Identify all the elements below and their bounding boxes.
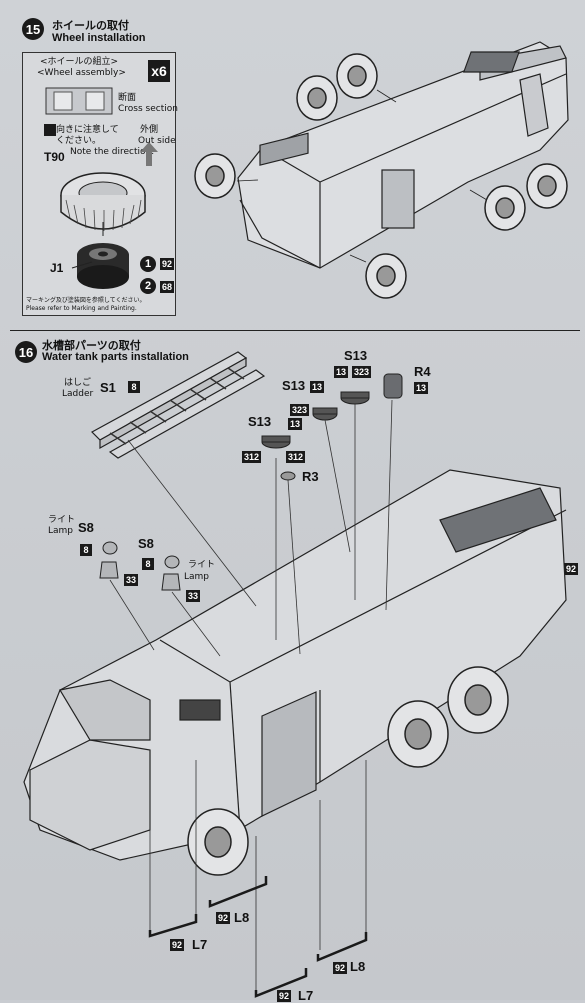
cap-s13-mid-code2: 13 — [310, 381, 325, 393]
cap-s13-top-label: S13 — [344, 348, 368, 363]
multiplier-badge: x6 — [148, 60, 170, 82]
cap-s13-low-code3: 312 — [286, 451, 306, 463]
step15-number-badge: 15 — [22, 18, 44, 40]
cap-s13-low-code2: 312 — [242, 451, 262, 463]
step16-title-en: Water tank parts installation — [42, 351, 189, 363]
ladder-code: 8 — [128, 381, 140, 393]
color2-code: 68 — [160, 281, 175, 293]
lamp-left-icon — [99, 541, 119, 579]
r3-label: R3 — [302, 469, 319, 484]
lamp-left-stand-code: 33 — [124, 574, 139, 586]
cap-s13-top-code1: 13 — [334, 366, 349, 378]
step-parts — [148, 876, 368, 998]
out-side-arrow-icon — [140, 142, 158, 166]
cap-s13-low-code1: 13 — [288, 418, 303, 430]
l7-bottom-code: 92 — [277, 990, 292, 1002]
ladder-label-jp: はしご — [64, 378, 92, 388]
r4-code: 13 — [414, 382, 429, 394]
l7-left-label: L7 — [192, 937, 208, 952]
truck-step15-drawing — [237, 41, 569, 269]
step-divider — [10, 330, 580, 331]
ladder-part-label: S1 — [100, 380, 116, 395]
l8-left-code: 92 — [216, 912, 231, 924]
ladder-part — [91, 351, 266, 459]
tire-part-label: T90 — [44, 150, 65, 164]
cross-section-icon — [45, 87, 113, 115]
l7-left-code: 92 — [170, 939, 185, 951]
step16-title-jp: 水槽部パーツの取付 — [42, 339, 141, 352]
color1-code: 92 — [160, 258, 175, 270]
color2-number: 2 — [140, 278, 156, 294]
truck-step16-body — [23, 469, 567, 861]
lamp-right-code: 8 — [142, 558, 154, 570]
lamp-right-part: S8 — [138, 536, 154, 551]
out-side-jp: 外側 — [140, 125, 159, 135]
wheel-assembly-title-en: <Wheel assembly> — [37, 68, 126, 78]
wheel-assembly-title-jp: <ホイールの組立> — [40, 57, 119, 67]
marking-note-en: Please refer to Marking and Painting. — [26, 305, 137, 312]
lamp-right-label-jp: ライト — [188, 560, 216, 570]
lamp-left-label-jp: ライト — [48, 515, 76, 525]
l8-right-code: 92 — [333, 962, 348, 974]
step15-title-en: Wheel installation — [52, 32, 146, 44]
marking-note-jp: マーキング及び塗装図を参照してください。 — [26, 297, 146, 304]
cross-section-en: Cross section — [118, 104, 178, 114]
hose-code-color: 92 — [564, 563, 579, 575]
step16-number-badge: 16 — [15, 341, 37, 363]
lamp-left-code: 8 — [80, 544, 92, 556]
color1-number: 1 — [140, 256, 156, 272]
out-side-en: Out side — [138, 136, 176, 146]
ladder-label-en: Ladder — [62, 389, 94, 399]
cap-s13-low-label: S13 — [248, 414, 272, 429]
lamp-right-label-en: Lamp — [184, 572, 210, 582]
r4-label: R4 — [414, 364, 431, 379]
l7-bottom-label: L7 — [298, 988, 314, 1003]
direction-note-jp: 向きに注意して ください。 — [56, 125, 119, 146]
cap-s13-top-code2: 323 — [352, 366, 372, 378]
wheel-part-label: J1 — [50, 261, 64, 275]
lamp-left-label-en: Lamp — [48, 526, 74, 536]
cap-s13-mid-code1: 323 — [290, 404, 310, 416]
cap-parts — [261, 373, 403, 481]
l8-right-label: L8 — [350, 959, 366, 974]
lamp-right-stand-code: 33 — [186, 590, 201, 602]
direction-note-en: Note the direction. — [70, 147, 155, 157]
step15-drawing — [44, 41, 569, 299]
l8-left-label: L8 — [234, 910, 250, 925]
lamp-left-part: S8 — [78, 520, 94, 535]
cap-s13-mid-label: S13 — [282, 378, 306, 393]
cross-section-jp: 断面 — [118, 93, 137, 103]
wheel-hub-icon — [77, 243, 129, 289]
step15-title-jp: ホイールの取付 — [52, 19, 129, 32]
truck-step15-wheels — [194, 53, 568, 299]
truck-step16-wheels — [187, 666, 509, 876]
lamp-right-icon — [161, 555, 181, 591]
direction-note-icon — [44, 124, 56, 136]
